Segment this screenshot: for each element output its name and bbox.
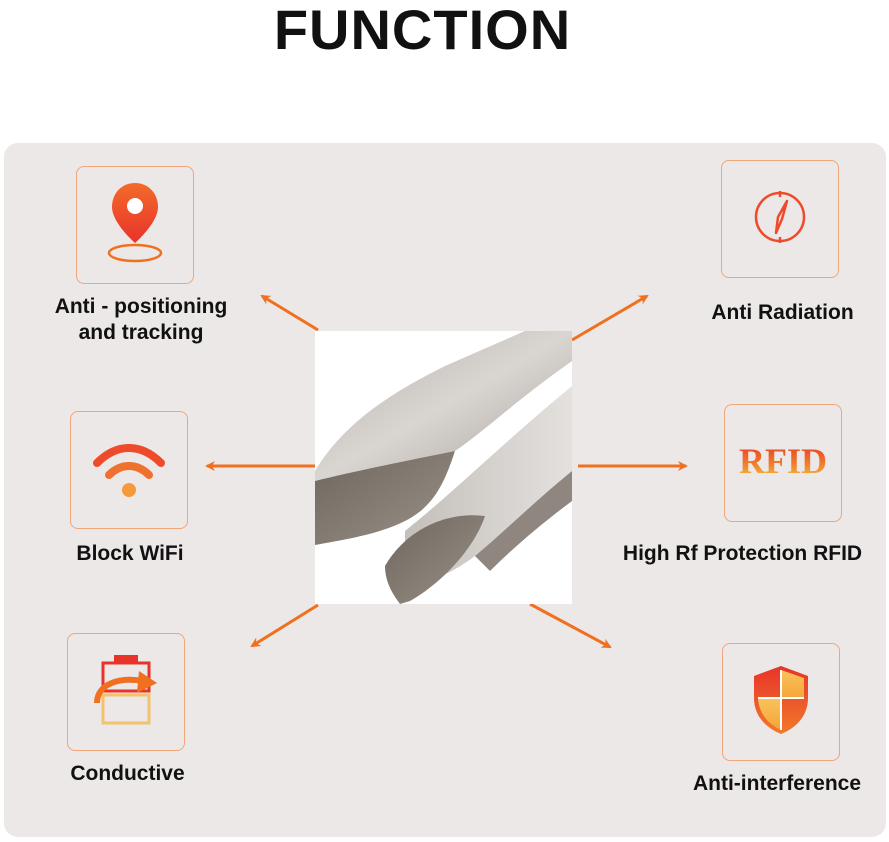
svg-text:RFID: RFID [739, 441, 827, 481]
location-pin-icon [105, 181, 165, 270]
feature-box-radiation [721, 160, 839, 278]
shield-icon [750, 664, 812, 741]
feature-box-interference [722, 643, 840, 761]
feature-label-conductive: Conductive [70, 762, 185, 785]
feature-box-rfid: RFID [724, 404, 842, 522]
page-title: FUNCTION [273, 0, 572, 61]
conductive-battery-icon [91, 653, 161, 732]
feature-label-wifi: Block WiFi [76, 542, 184, 565]
feature-label-radiation: Anti Radiation [711, 301, 854, 324]
wifi-icon [89, 435, 169, 506]
feature-box-conductive [67, 633, 185, 751]
rfid-icon: RFID [727, 441, 839, 486]
fabric-image [315, 331, 572, 604]
feature-box-wifi [70, 411, 188, 529]
feature-label-positioning: Anti - positioning and tracking [54, 295, 228, 344]
feature-label-rfid: High Rf Protection RFID [622, 542, 863, 565]
compass-icon [752, 189, 808, 250]
feature-label-interference: Anti-interference [692, 772, 862, 795]
feature-box-positioning [76, 166, 194, 284]
